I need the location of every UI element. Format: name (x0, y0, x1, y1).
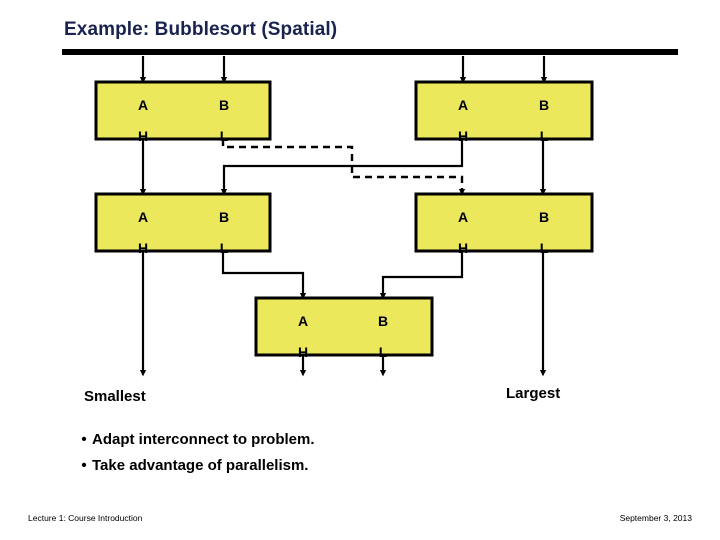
footer-date: September 3, 2013 (619, 513, 692, 523)
bullet-text: Take advantage of parallelism. (92, 457, 309, 474)
node-bottom-center-body (254, 296, 434, 357)
node-mid-left-input-a-label: A (138, 209, 148, 225)
bullet-text: Adapt interconnect to problem. (92, 431, 315, 448)
node-mid-left-body (94, 192, 272, 253)
node-mid-right[interactable]: A B H L (414, 192, 594, 256)
node-top-right-output-h-label: H (458, 128, 468, 144)
node-mid-left-output-l-label: L (220, 240, 229, 256)
label-largest: Largest (506, 385, 561, 402)
link-topright-h-to-midleft-b (220, 139, 464, 196)
label-smallest: Smallest (84, 388, 146, 405)
node-top-left-input-b-label: B (219, 97, 229, 113)
node-mid-right-input-b-label: B (539, 209, 549, 225)
node-bottom-center-output-h-label: H (298, 344, 308, 360)
node-mid-left[interactable]: A B H L (94, 192, 272, 256)
node-top-left-output-h-label: H (138, 128, 148, 144)
node-mid-right-input-a-label: A (458, 209, 468, 225)
node-top-right[interactable]: A B H L (414, 80, 594, 144)
link-topleft-l-to-midright-a-dashed (221, 139, 466, 196)
bullet-dot-icon: • (81, 431, 87, 448)
node-bottom-center[interactable]: A B H L (254, 296, 434, 360)
footer-lecture-title: Lecture 1: Course Introduction (28, 513, 143, 523)
list-item: • Adapt interconnect to problem. (76, 427, 596, 453)
link-midleft-l-to-bottom-a (221, 251, 307, 300)
node-top-left-output-l-label: L (220, 128, 229, 144)
node-mid-right-output-l-label: L (540, 240, 549, 256)
node-bottom-center-input-b-label: B (378, 313, 388, 329)
bullet-dot-icon: • (81, 457, 87, 474)
node-mid-left-input-b-label: B (219, 209, 229, 225)
node-mid-right-body (414, 192, 594, 253)
list-item: • Take advantage of parallelism. (76, 453, 596, 479)
node-top-right-input-b-label: B (539, 97, 549, 113)
node-bottom-center-input-a-label: A (298, 313, 308, 329)
node-top-left-body (94, 80, 272, 141)
node-top-right-body (414, 80, 594, 141)
node-mid-left-output-h-label: H (138, 240, 148, 256)
node-top-left[interactable]: A B H L (94, 80, 272, 144)
node-mid-right-output-h-label: H (458, 240, 468, 256)
node-top-right-input-a-label: A (458, 97, 468, 113)
bus-feed-arrows (139, 56, 548, 84)
node-top-right-output-l-label: L (540, 128, 549, 144)
node-top-left-input-a-label: A (138, 97, 148, 113)
node-bottom-center-output-l-label: L (379, 344, 388, 360)
link-midright-h-to-bottom-b (379, 251, 464, 300)
page-title: Example: Bubblesort (Spatial) (64, 19, 338, 40)
bullet-list: • Adapt interconnect to problem. • Take … (76, 427, 596, 479)
